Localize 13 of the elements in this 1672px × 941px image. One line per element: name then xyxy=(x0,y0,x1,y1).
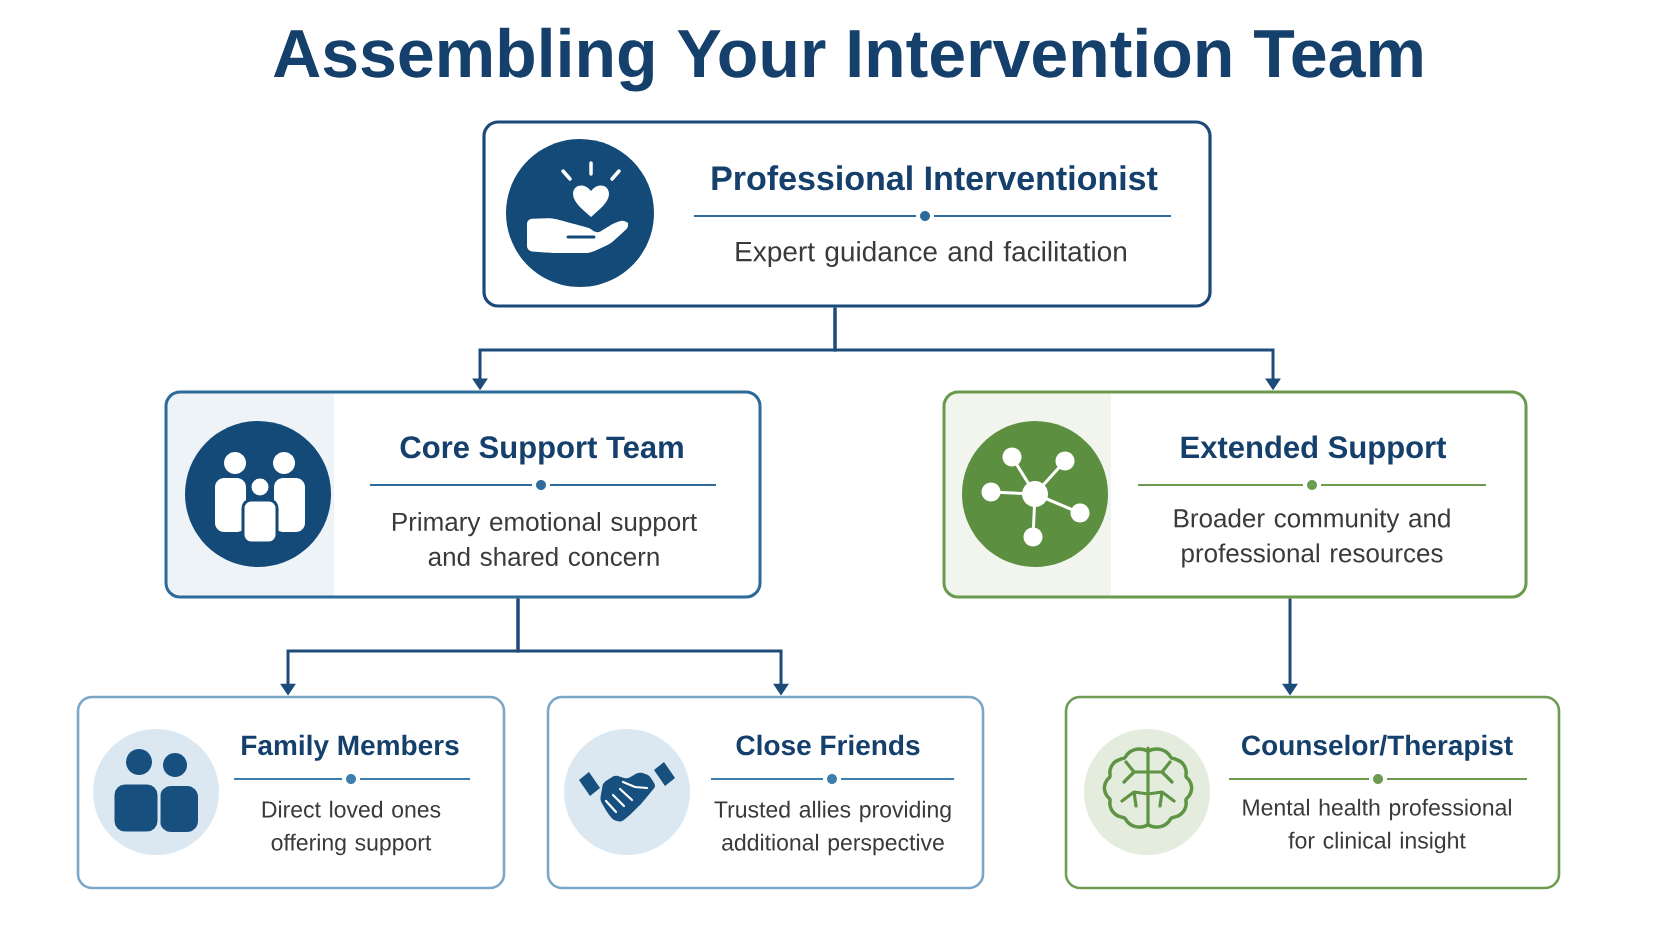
card-text: Trusted allies providing additional perspective xyxy=(714,800,951,856)
card-text: Mental health professional for clinical insight xyxy=(1243,798,1511,854)
card-heading: Professional Interventionist xyxy=(712,165,1158,191)
title: Assembling Your Intervention Team xyxy=(273,27,1422,92)
card-heading: Family Members xyxy=(242,734,459,761)
card-heading: Close Friends xyxy=(736,734,920,756)
card-text: Broader community and professional resources xyxy=(1174,508,1450,568)
card-text: Primary emotional support and shared concern xyxy=(393,511,697,567)
card-heading: Counselor/Therapist xyxy=(1242,734,1513,761)
card-text: Direct loved ones offering support xyxy=(262,800,441,856)
card-heading: Extended Support xyxy=(1181,435,1447,465)
card-heading: Core Support Team xyxy=(400,436,683,465)
card-text: Expert guidance and facilitation xyxy=(736,240,1126,268)
